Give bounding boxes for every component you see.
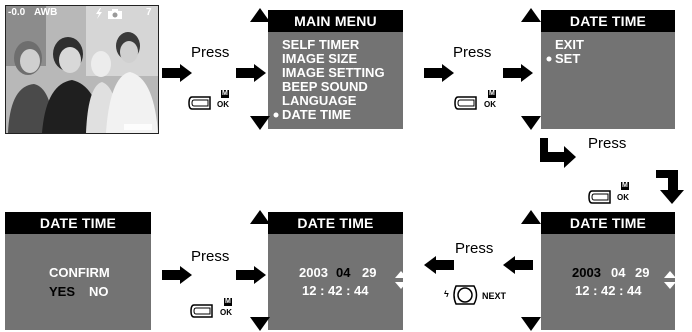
menu-item-language: LANGUAGE <box>282 93 357 108</box>
main-menu-screen: MAIN MENU SELF TIMER IMAGE SIZE IMAGE SE… <box>268 10 403 129</box>
osd-shot-count: 7 <box>146 7 152 18</box>
flow-arrow-right-icon <box>236 266 266 284</box>
ok-label: OK <box>484 100 496 109</box>
osd-ev: -0.0 <box>8 7 26 18</box>
ok-label: OK <box>220 308 232 317</box>
ok-menu-glyph: M <box>488 90 496 98</box>
down-arrow-icon <box>521 317 541 331</box>
flow-arrow-right-icon <box>503 64 533 82</box>
up-arrow-icon <box>250 8 270 22</box>
confirm-no: NO <box>89 284 109 299</box>
ok-menu-glyph: M <box>621 182 629 190</box>
flash-icon <box>96 8 102 19</box>
flow-arrow-right-icon <box>424 64 454 82</box>
menu-item-set: SET <box>555 51 581 66</box>
up-arrow-icon <box>521 8 541 22</box>
date-set-adjust-icon <box>395 271 407 289</box>
up-arrow-icon <box>521 210 541 224</box>
selected-bullet <box>546 56 552 62</box>
flow-arrow-right-icon <box>162 64 192 82</box>
date-set-title: DATE TIME <box>268 212 403 234</box>
time-value: 12 : 42 : 44 <box>302 283 369 298</box>
main-menu-scroll-icon <box>405 71 417 89</box>
flow-arrow-left-icon <box>503 256 533 274</box>
day-value: 29 <box>362 265 377 280</box>
date-set-screen: DATE TIME 2003 04 29 12 : 42 : 44 <box>268 212 403 330</box>
ok-button-icon <box>588 190 611 204</box>
confirm-prompt: CONFIRM <box>49 265 110 280</box>
flow-arrow-left-icon <box>424 256 454 274</box>
next-side-glyph: ϟ <box>444 289 449 299</box>
date-edit-title: DATE TIME <box>541 212 675 234</box>
year-value: 2003 <box>299 265 328 280</box>
menu-item-self-timer: SELF TIMER <box>282 37 360 52</box>
ok-menu-glyph: M <box>221 90 229 98</box>
selected-bullet <box>273 112 279 118</box>
confirm-title: DATE TIME <box>5 212 151 234</box>
camera-icon <box>108 9 122 19</box>
next-label: NEXT <box>482 291 507 301</box>
press-label: Press <box>588 135 627 152</box>
camera-preview-photo: -0.0 AWB 7 <box>5 5 159 134</box>
down-arrow-icon <box>521 116 541 130</box>
month-value: 04 <box>336 265 351 280</box>
ok-label: OK <box>617 193 629 202</box>
confirm-screen: DATE TIME CONFIRM YES NO <box>5 212 151 330</box>
date-time-menu-screen: DATE TIME EXIT SET <box>541 10 675 129</box>
next-button-icon <box>453 285 478 305</box>
press-label: Press <box>191 44 230 61</box>
flow-arrow-right-icon <box>236 64 266 82</box>
ok-button-icon <box>188 96 211 110</box>
ok-button-icon <box>190 304 213 318</box>
menu-item-date-time: DATE TIME <box>282 107 352 122</box>
menu-item-image-setting: IMAGE SETTING <box>282 65 385 80</box>
main-menu-title: MAIN MENU <box>268 10 403 32</box>
up-arrow-icon <box>250 210 270 224</box>
ok-menu-glyph: M <box>224 298 232 306</box>
date-edit-adjust-icon <box>664 271 676 289</box>
menu-item-beep-sound: BEEP SOUND <box>282 79 368 94</box>
confirm-yes: YES <box>49 284 76 299</box>
day-value: 29 <box>635 265 650 280</box>
ok-label: OK <box>217 100 229 109</box>
menu-item-exit: EXIT <box>555 37 584 52</box>
date-edit-screen: DATE TIME 2003 04 29 12 : 42 : 44 <box>541 212 675 330</box>
menu-item-image-size: IMAGE SIZE <box>282 51 358 66</box>
press-label: Press <box>453 44 492 61</box>
press-label: Press <box>191 248 230 265</box>
down-arrow-icon <box>250 116 270 130</box>
month-value: 04 <box>611 265 626 280</box>
flow-arrow-right-icon <box>162 266 192 284</box>
flow-arrow-right-down-icon <box>656 170 684 204</box>
press-label: Press <box>455 240 494 257</box>
year-value: 2003 <box>572 265 601 280</box>
osd-awb: AWB <box>34 7 58 18</box>
down-arrow-icon <box>250 317 270 331</box>
people-photo-illustration <box>6 6 158 133</box>
flow-arrow-down-right-icon <box>540 138 576 168</box>
time-value: 12 : 42 : 44 <box>575 283 642 298</box>
date-time-menu-title: DATE TIME <box>541 10 675 32</box>
ok-button-icon <box>454 96 477 110</box>
